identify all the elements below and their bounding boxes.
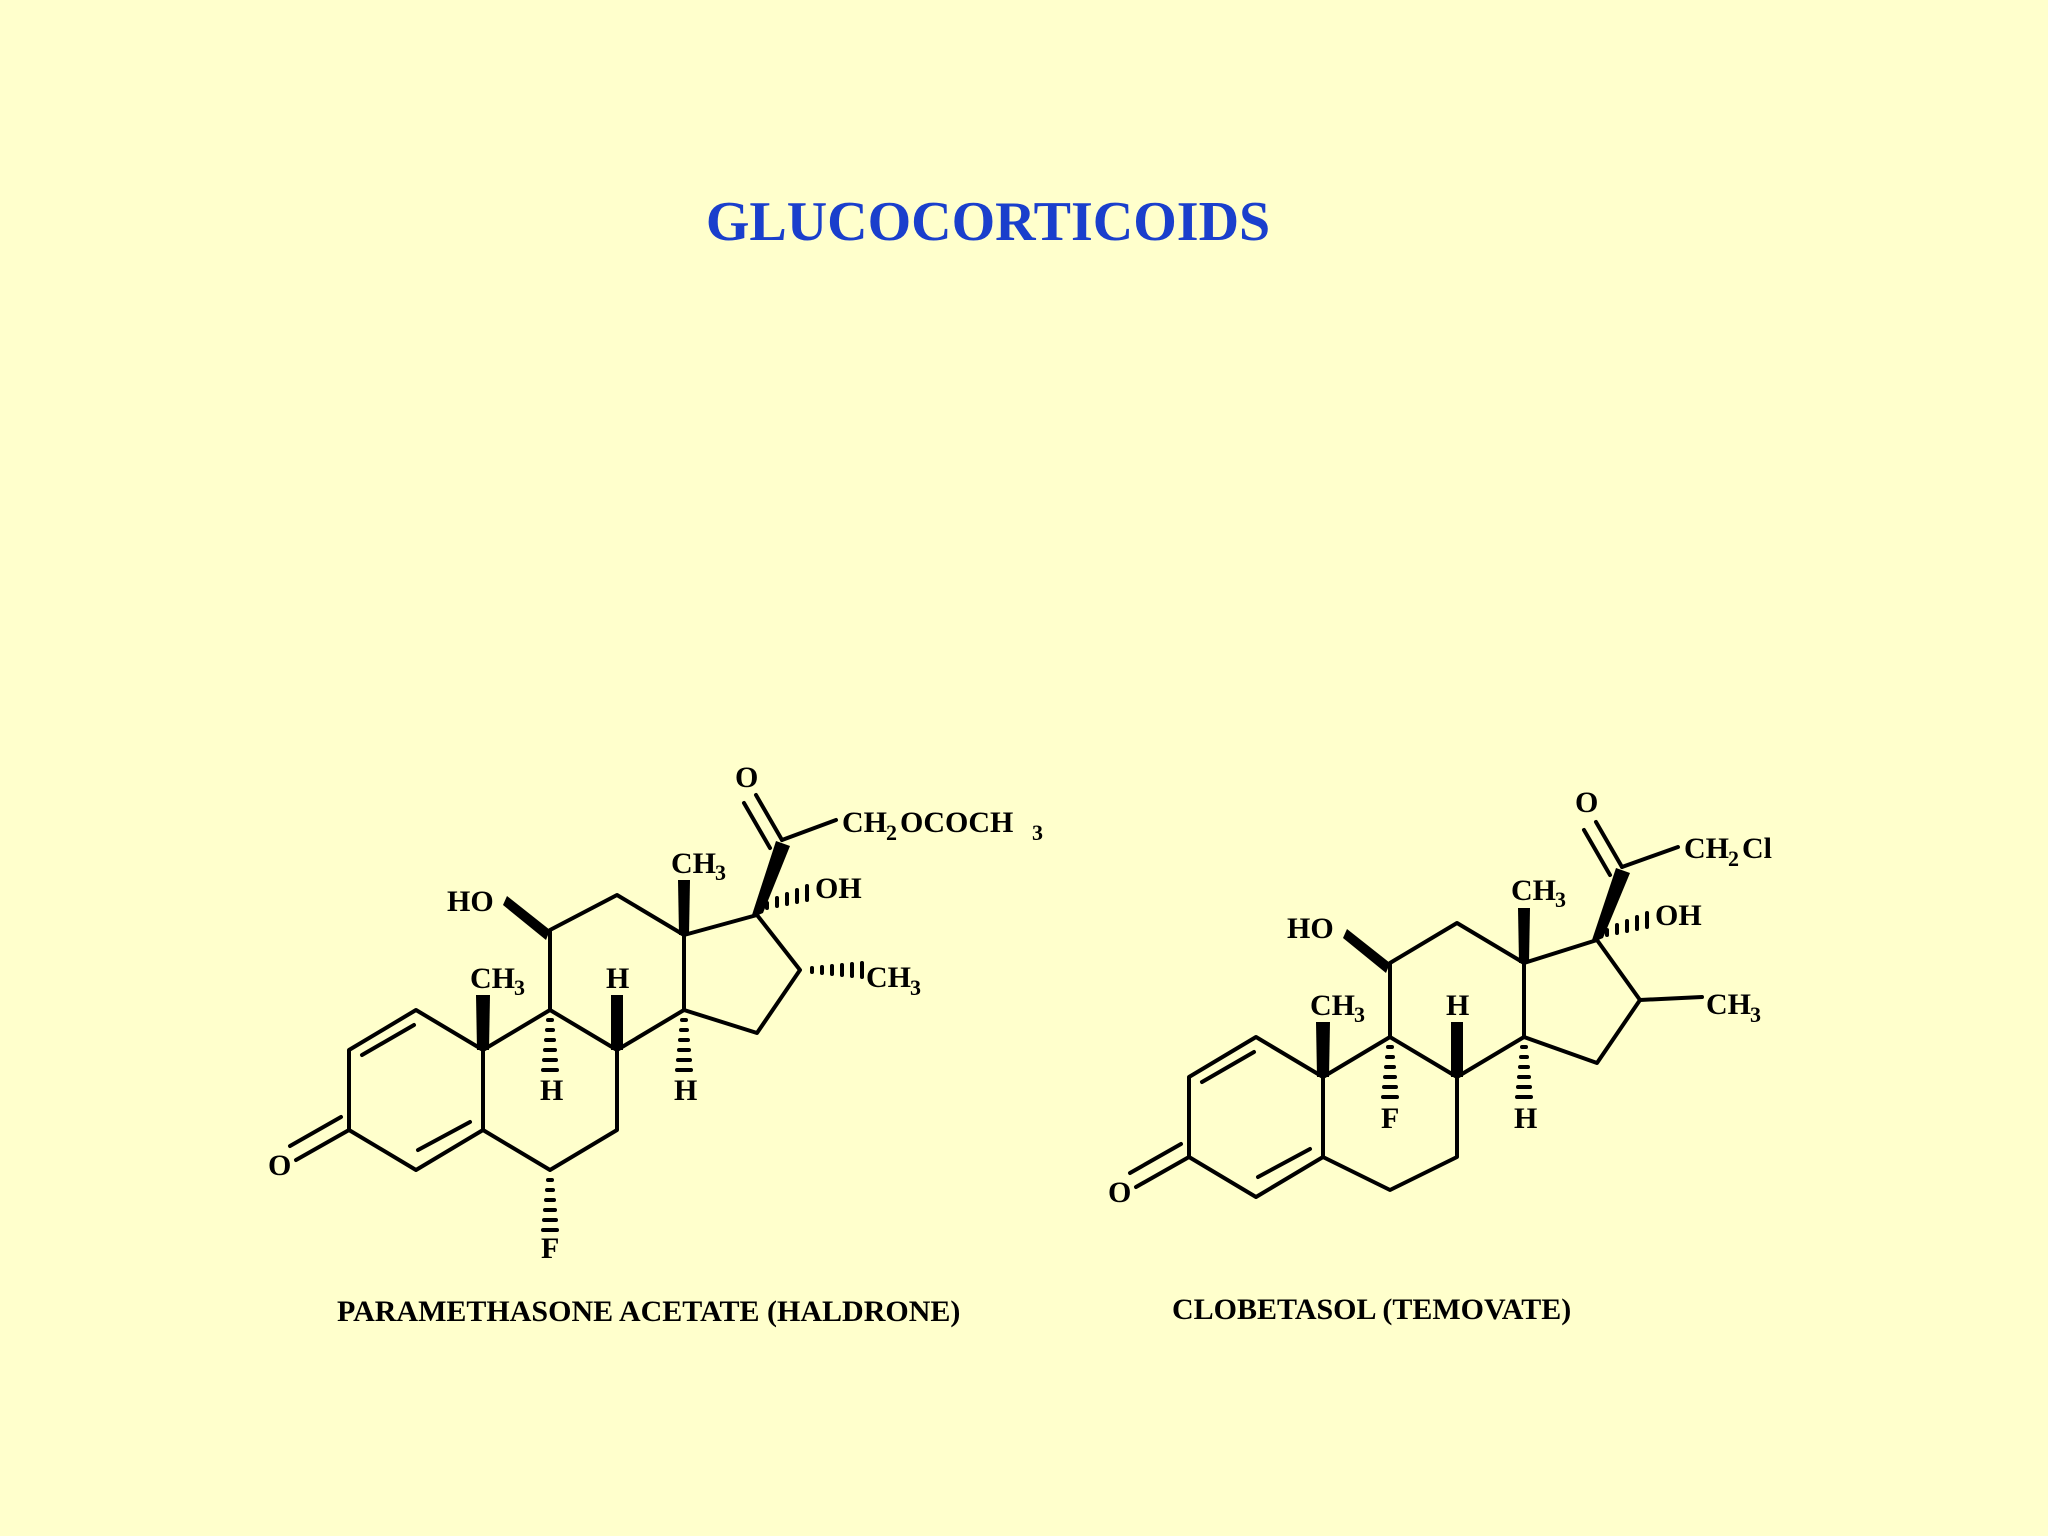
wedge-c17-side: [751, 841, 790, 918]
wedge-c13-ch3-r: [1518, 908, 1530, 963]
right-ch3-19: CH: [1310, 989, 1355, 1022]
left-ketone-o: O: [268, 1149, 291, 1182]
right-ch3-18: CH: [1511, 874, 1556, 907]
right-side-chain-sub2: 2: [1728, 846, 1739, 871]
right-ch3-16-sub: 3: [1750, 1002, 1761, 1027]
wedge-c11-oh: [503, 896, 550, 940]
left-ch3-16: CH: [866, 961, 911, 994]
wedge-c8-h-r: [1451, 1022, 1463, 1077]
paramethasone-caption: PARAMETHASONE ACETATE (HALDRONE): [337, 1295, 961, 1328]
right-ho11: HO: [1287, 912, 1334, 945]
left-side-chain-sub2: 2: [886, 820, 897, 845]
left-f6: F: [541, 1232, 559, 1265]
right-side-chain-ch: CH: [1684, 832, 1729, 865]
left-carbonyl-o: O: [735, 761, 758, 794]
clobetasol-caption: CLOBETASOL (TEMOVATE): [1172, 1293, 1572, 1326]
left-h14: H: [674, 1074, 697, 1107]
slide-title: GLUCOCORTICOIDS: [705, 191, 1271, 253]
left-ho11: HO: [447, 885, 494, 918]
left-h9: H: [540, 1074, 563, 1107]
right-carbonyl-o: O: [1575, 786, 1598, 819]
left-ch3-18-sub: 3: [715, 860, 726, 885]
left-ch3-19: CH: [470, 962, 515, 995]
left-side-chain-ch: CH: [842, 806, 887, 839]
right-ch3-18-sub: 3: [1555, 887, 1566, 912]
left-h8: H: [606, 962, 629, 995]
clobetasol-hashes: [1381, 911, 1649, 1099]
right-f9: F: [1381, 1102, 1399, 1135]
left-ch3-19-sub: 3: [514, 975, 525, 1000]
right-oh17: OH: [1655, 899, 1702, 932]
wedge-c17-side-r: [1591, 868, 1630, 943]
paramethasone-hashes: [541, 884, 864, 1232]
wedge-c11-oh-r: [1343, 929, 1390, 973]
wedge-c10-ch3-r: [1316, 1022, 1330, 1077]
left-side-chain-rest: OCOCH: [900, 806, 1013, 839]
clobetasol-bonds: [1128, 820, 1704, 1199]
paramethasone-bonds: [288, 793, 838, 1172]
right-ketone-o: O: [1108, 1176, 1131, 1209]
right-ch3-19-sub: 3: [1354, 1002, 1365, 1027]
left-oh17: OH: [815, 872, 862, 905]
left-side-chain-sub3: 3: [1032, 820, 1043, 845]
right-h8: H: [1446, 989, 1469, 1022]
right-side-chain-rest: Cl: [1742, 832, 1772, 865]
wedge-c8-h: [611, 995, 623, 1050]
wedge-c10-ch3: [476, 995, 490, 1050]
left-ch3-18: CH: [671, 847, 716, 880]
wedge-c13-ch3: [678, 880, 690, 935]
right-h14: H: [1514, 1102, 1537, 1135]
right-ch3-16: CH: [1706, 988, 1751, 1021]
left-ch3-16-sub: 3: [910, 975, 921, 1000]
